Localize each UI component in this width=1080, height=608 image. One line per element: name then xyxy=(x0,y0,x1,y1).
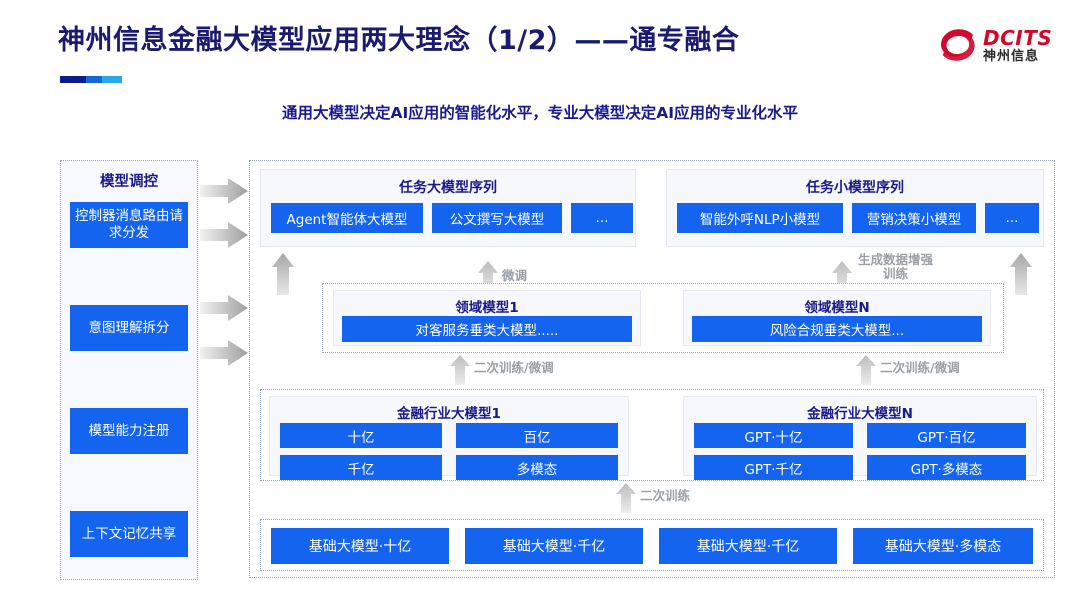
up-arrow-retrain-finetune-right xyxy=(856,355,876,389)
domain-model-1-chip[interactable]: 对客服务垂类大模型..... xyxy=(342,316,632,342)
chip-row: Agent智能体大模型 公文撰写大模型 ... xyxy=(261,197,635,233)
chip-label: 基础大模型·千亿 xyxy=(502,539,606,555)
task-chip-outbound-nlp[interactable]: 智能外呼NLP小模型 xyxy=(677,203,843,233)
up-arrow-to-task-large-1 xyxy=(272,253,294,299)
chip-label: 十亿 xyxy=(347,429,375,446)
chip-label: GPT·千亿 xyxy=(744,461,803,478)
architecture-panel: 任务大模型序列 Agent智能体大模型 公文撰写大模型 ... 任务小模型序列 … xyxy=(249,160,1055,578)
arrow-label-data-augment: 生成数据增强 训练 xyxy=(858,252,934,282)
domain-model-1-card: 领域模型1 对客服务垂类大模型..... xyxy=(333,290,641,346)
task-chip-agent[interactable]: Agent智能体大模型 xyxy=(271,203,423,233)
title-underline-rule xyxy=(60,76,122,83)
task-chip-more[interactable]: ... xyxy=(571,203,633,233)
control-column: 模型调控 控制器消息路由请求分发 意图理解拆分 模型能力注册 上下文记忆共享 xyxy=(60,160,198,580)
chip-label: 营销决策小模型 xyxy=(866,212,962,228)
chip-label: 百亿 xyxy=(523,429,551,446)
industry-chip-gpt-billion[interactable]: GPT·十亿 xyxy=(694,423,853,448)
up-arrow-retrain-finetune-left xyxy=(450,355,470,389)
chip-label: Agent智能体大模型 xyxy=(286,212,408,228)
industry-chip-hundred-billion[interactable]: 千亿 xyxy=(280,455,442,480)
control-item-label: 上下文记忆共享 xyxy=(81,525,177,542)
task-small-model-group: 任务小模型序列 智能外呼NLP小模型 营销决策小模型 ... xyxy=(666,169,1044,247)
industry-model-1-card: 金融行业大模型1 十亿 百亿 千亿 多模态 xyxy=(269,396,629,480)
chip-label: 对客服务垂类大模型..... xyxy=(415,323,559,339)
control-item-label: 模型能力注册 xyxy=(88,422,170,439)
control-item-label: 意图理解拆分 xyxy=(88,319,170,336)
logo-text-block: DCITS 神州信息 xyxy=(983,28,1052,63)
control-column-title: 模型调控 xyxy=(100,174,158,190)
arrow-label-retrain-finetune-right: 二次训练/微调 xyxy=(880,360,960,375)
domain-model-title: 领域模型N xyxy=(804,300,870,316)
industry-model-title: 金融行业大模型1 xyxy=(397,406,501,422)
base-model-chip-2[interactable]: 基础大模型·千亿 xyxy=(465,528,643,564)
domain-model-n-card: 领域模型N 风险合规垂类大模型... xyxy=(683,290,991,346)
industry-model-n-chip-grid: GPT·十亿 GPT·百亿 GPT·千亿 GPT·多模态 xyxy=(694,423,1026,480)
arrow-label-retrain-finetune-left: 二次训练/微调 xyxy=(474,360,554,375)
industry-chip-ten-billion[interactable]: 百亿 xyxy=(456,423,618,448)
chip-label: GPT·多模态 xyxy=(910,461,983,478)
chip-label: 风险合规垂类大模型... xyxy=(769,323,905,339)
flow-arrow-right-3 xyxy=(200,295,248,321)
control-item-context-memory[interactable]: 上下文记忆共享 xyxy=(70,511,188,557)
industry-model-1-chip-grid: 十亿 百亿 千亿 多模态 xyxy=(280,423,618,480)
arrow-label-retrain: 二次训练 xyxy=(640,488,691,503)
chip-row: 智能外呼NLP小模型 营销决策小模型 ... xyxy=(667,197,1043,233)
flow-arrow-right-2 xyxy=(200,222,248,248)
task-chip-document-writing[interactable]: 公文撰写大模型 xyxy=(432,203,562,233)
chip-label: 基础大模型·千亿 xyxy=(696,539,800,555)
industry-model-band: 金融行业大模型1 十亿 百亿 千亿 多模态 金融行业大模型N GPT· xyxy=(260,389,1044,481)
task-chip-more[interactable]: ... xyxy=(985,203,1039,233)
domain-model-title: 领域模型1 xyxy=(455,300,519,316)
task-chip-marketing-decision[interactable]: 营销决策小模型 xyxy=(852,203,976,233)
chip-label: ... xyxy=(1005,210,1019,226)
domain-model-n-chip[interactable]: 风险合规垂类大模型... xyxy=(692,316,982,342)
industry-chip-gpt-ten-billion[interactable]: GPT·百亿 xyxy=(867,423,1026,448)
logo-en-text: DCITS xyxy=(983,25,1053,50)
arrow-label-fine-tune: 微调 xyxy=(502,268,528,283)
industry-chip-gpt-hundred-billion[interactable]: GPT·千亿 xyxy=(694,455,853,480)
chip-label: GPT·十亿 xyxy=(744,429,803,446)
chip-label: 公文撰写大模型 xyxy=(449,212,545,228)
base-model-chip-4[interactable]: 基础大模型·多模态 xyxy=(853,528,1033,564)
base-model-chip-3[interactable]: 基础大模型·千亿 xyxy=(659,528,837,564)
chip-label: GPT·百亿 xyxy=(917,429,976,446)
control-item-label: 控制器消息路由请求分发 xyxy=(75,208,183,241)
group-title: 任务大模型序列 xyxy=(399,180,497,196)
control-item-intent[interactable]: 意图理解拆分 xyxy=(70,305,188,351)
dcits-swirl-icon xyxy=(941,29,975,61)
up-arrow-to-task-small-n xyxy=(1010,253,1032,299)
industry-chip-gpt-multimodal[interactable]: GPT·多模态 xyxy=(867,455,1026,480)
industry-chip-multimodal[interactable]: 多模态 xyxy=(456,455,618,480)
chip-label: 多模态 xyxy=(516,461,558,478)
base-model-band: 基础大模型·十亿 基础大模型·千亿 基础大模型·千亿 基础大模型·多模态 xyxy=(260,519,1044,571)
page-subtitle: 通用大模型决定AI应用的智能化水平，专业大模型决定AI应用的专业化水平 xyxy=(281,104,799,122)
flow-arrow-right-4 xyxy=(200,340,248,366)
company-logo: DCITS 神州信息 xyxy=(936,20,1068,70)
control-item-router[interactable]: 控制器消息路由请求分发 xyxy=(70,202,188,248)
task-large-model-group: 任务大模型序列 Agent智能体大模型 公文撰写大模型 ... xyxy=(260,169,636,247)
chip-label: ... xyxy=(595,210,609,226)
flow-arrow-right-1 xyxy=(200,178,248,204)
chip-label: 智能外呼NLP小模型 xyxy=(699,212,821,228)
page-title: 神州信息金融大模型应用两大理念（1/2）——通专融合 xyxy=(58,25,740,56)
group-title: 任务小模型序列 xyxy=(806,180,904,196)
chip-label: 千亿 xyxy=(347,461,375,478)
industry-model-title: 金融行业大模型N xyxy=(807,406,913,422)
chip-label: 基础大模型·十亿 xyxy=(308,539,412,555)
industry-model-n-card: 金融行业大模型N GPT·十亿 GPT·百亿 GPT·千亿 GPT·多模态 xyxy=(683,396,1037,480)
chip-label: 基础大模型·多模态 xyxy=(884,539,1002,555)
up-arrow-retrain xyxy=(616,483,636,517)
logo-cn-text: 神州信息 xyxy=(983,48,1040,64)
base-model-chip-1[interactable]: 基础大模型·十亿 xyxy=(271,528,449,564)
industry-chip-billion[interactable]: 十亿 xyxy=(280,423,442,448)
control-item-capability-registry[interactable]: 模型能力注册 xyxy=(70,408,188,454)
domain-model-band: 领域模型1 对客服务垂类大模型..... 领域模型N 风险合规垂类大模型... xyxy=(322,283,1004,353)
